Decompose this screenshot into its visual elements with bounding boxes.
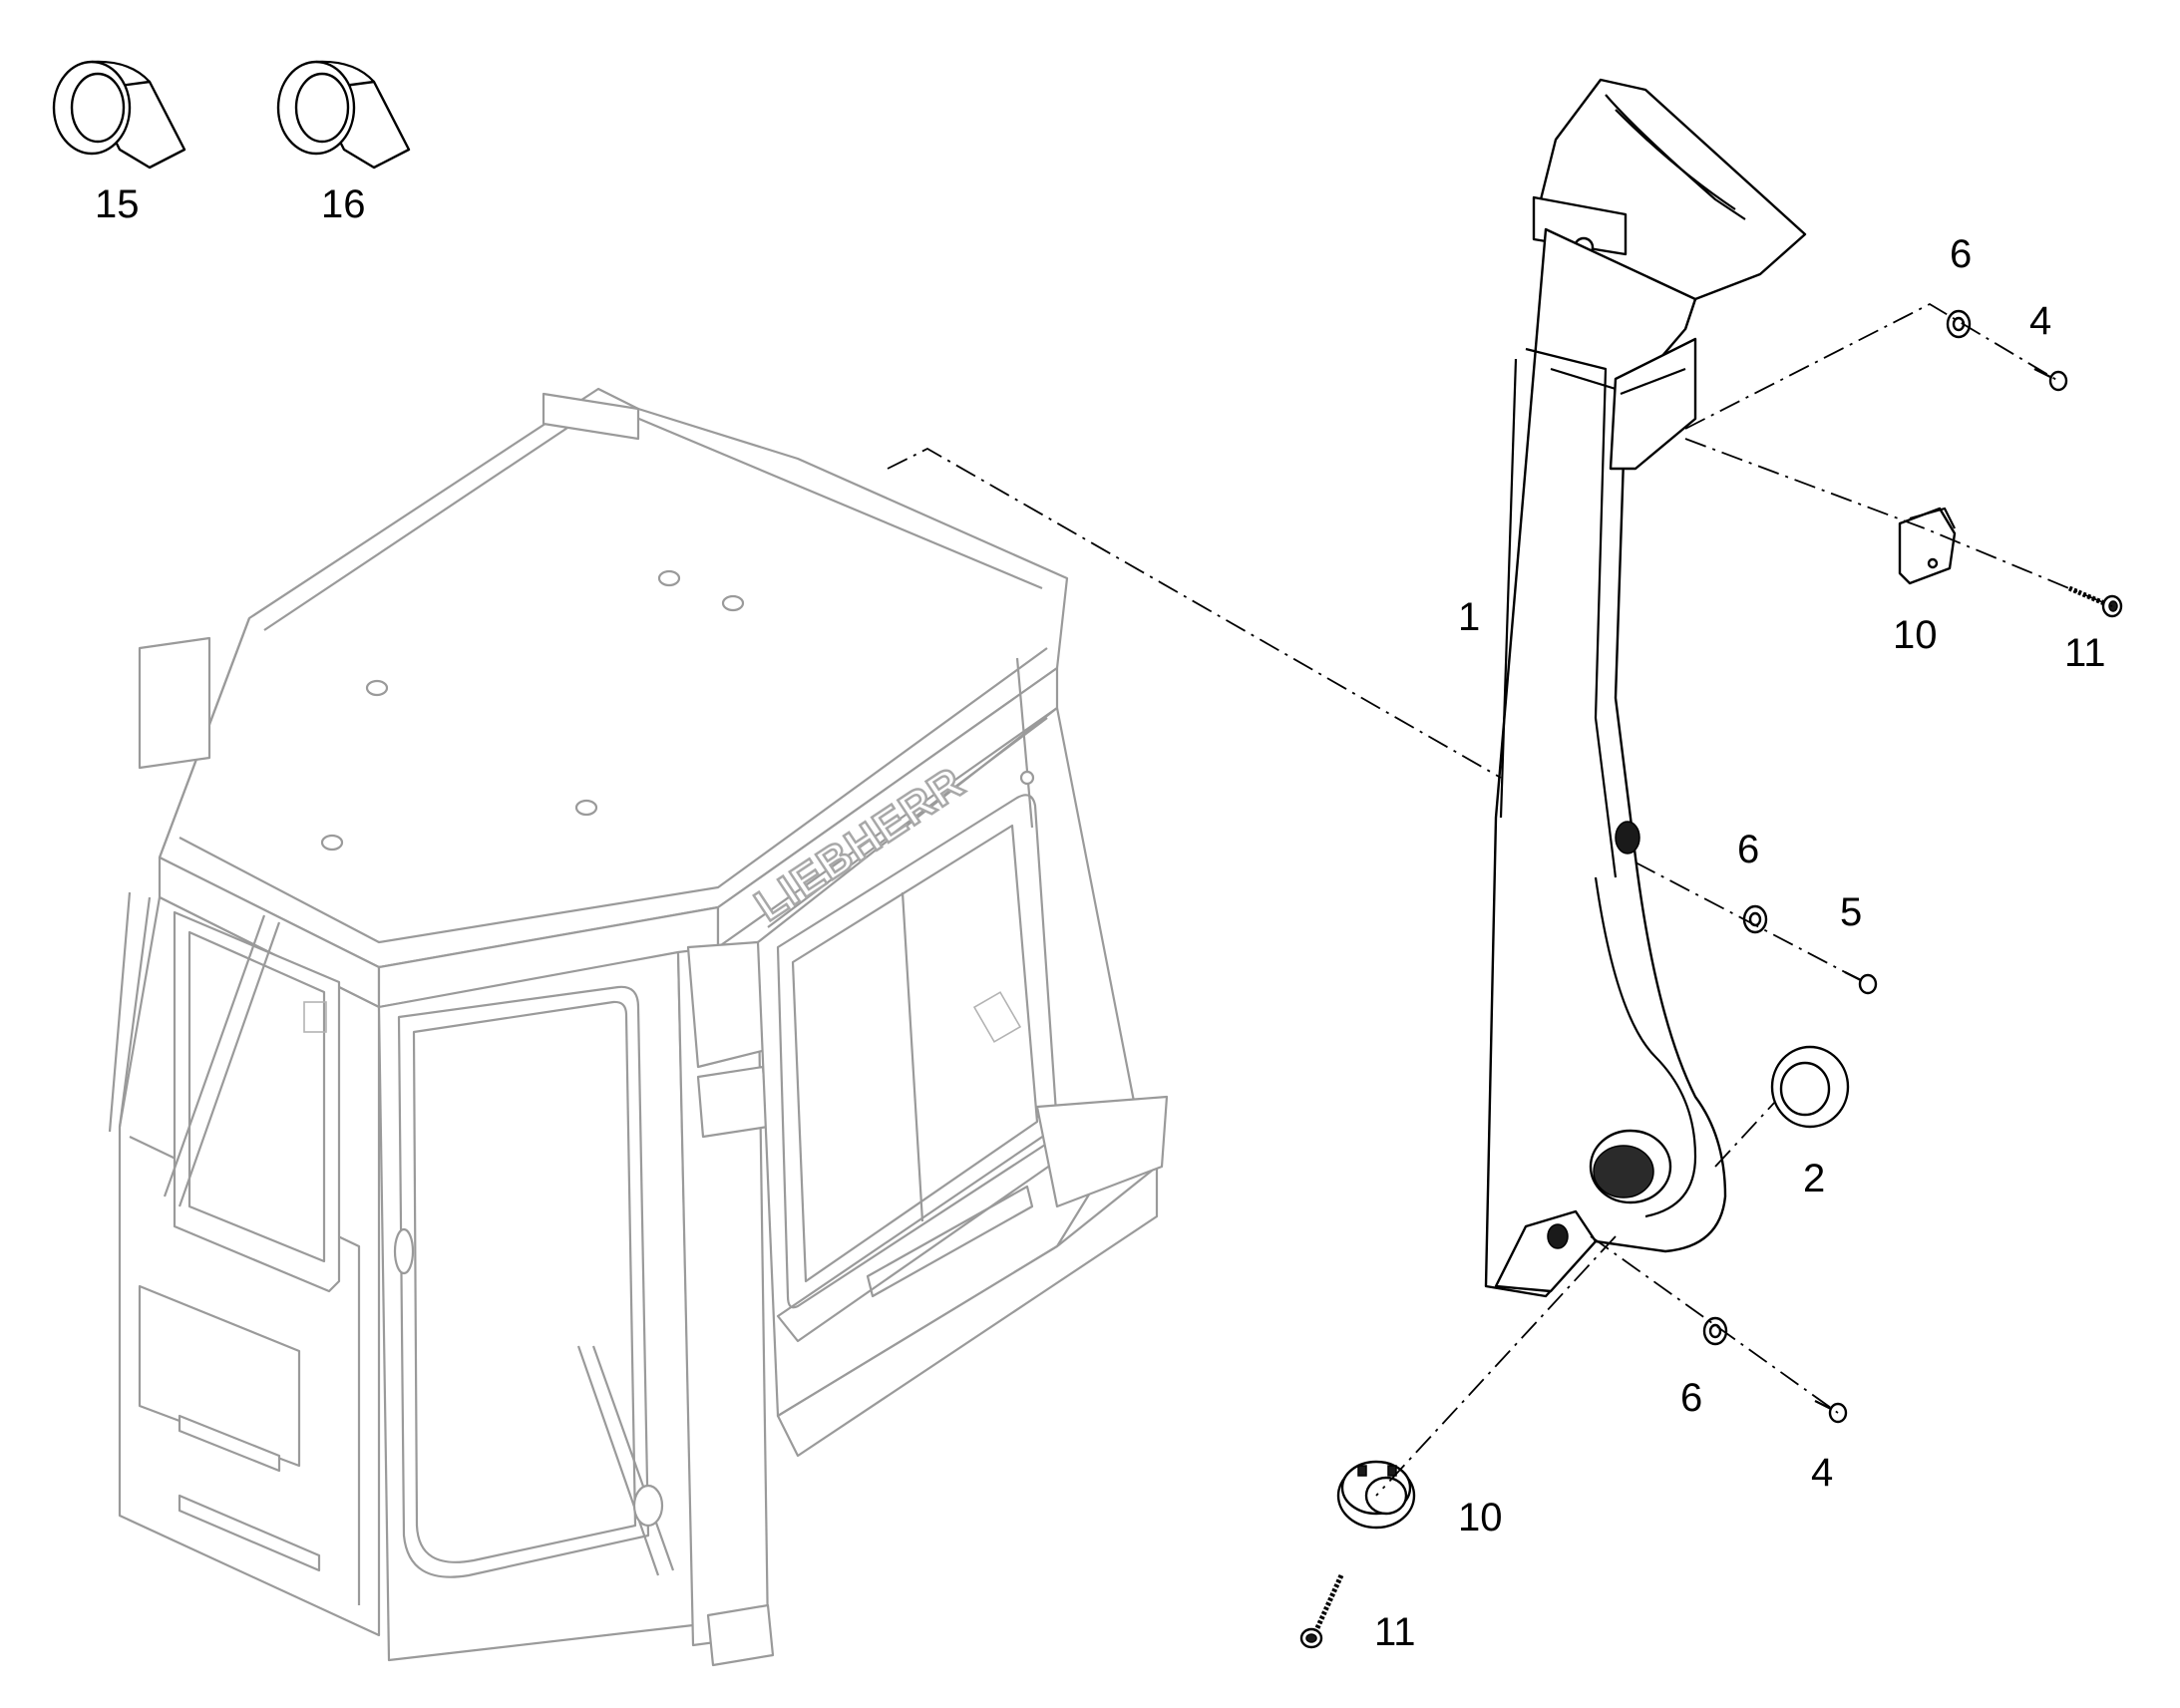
callout-6-upper: 6 [1950, 232, 1972, 276]
washer-6-lower [1702, 1316, 1728, 1346]
screw-4-lower [1814, 1400, 1848, 1424]
part-15-tape-roll [52, 60, 186, 170]
callout-10-upper: 10 [1893, 613, 1938, 657]
callout-6-middle: 6 [1737, 828, 1759, 871]
part-10-clip-lower [1336, 1460, 1416, 1530]
part-16-tape-roll [276, 60, 411, 170]
callout-1: 1 [1458, 595, 1480, 639]
screw-11-upper [2068, 585, 2123, 618]
part-2-spacer-ring [1770, 1045, 1850, 1129]
callout-4-upper: 4 [2029, 299, 2051, 343]
washer-6-upper [1946, 309, 1972, 339]
callout-5: 5 [1840, 890, 1862, 934]
callout-11-upper: 11 [2064, 631, 2106, 675]
screw-4-upper [2033, 368, 2068, 392]
callout-15: 15 [95, 182, 140, 226]
part-10-clip-upper [1898, 507, 1957, 585]
part-1-pillar-trim [1484, 78, 1807, 1298]
callouts: 15 16 6 4 1 10 11 6 5 2 6 4 10 11 [95, 182, 2106, 1654]
washer-6-middle [1742, 904, 1768, 934]
callout-2: 2 [1803, 1157, 1825, 1200]
callout-10-lower: 10 [1458, 1496, 1503, 1539]
roof-bolt-icon [657, 569, 681, 587]
leader-lines [887, 302, 2113, 1497]
callout-6-lower: 6 [1680, 1376, 1702, 1420]
cab-assembly: LIEBHERR [108, 387, 1169, 1667]
callout-16: 16 [321, 182, 366, 226]
screw-11-lower [1299, 1573, 1344, 1649]
callout-11-lower: 11 [1374, 1610, 1416, 1654]
callout-4-lower: 4 [1811, 1451, 1833, 1495]
